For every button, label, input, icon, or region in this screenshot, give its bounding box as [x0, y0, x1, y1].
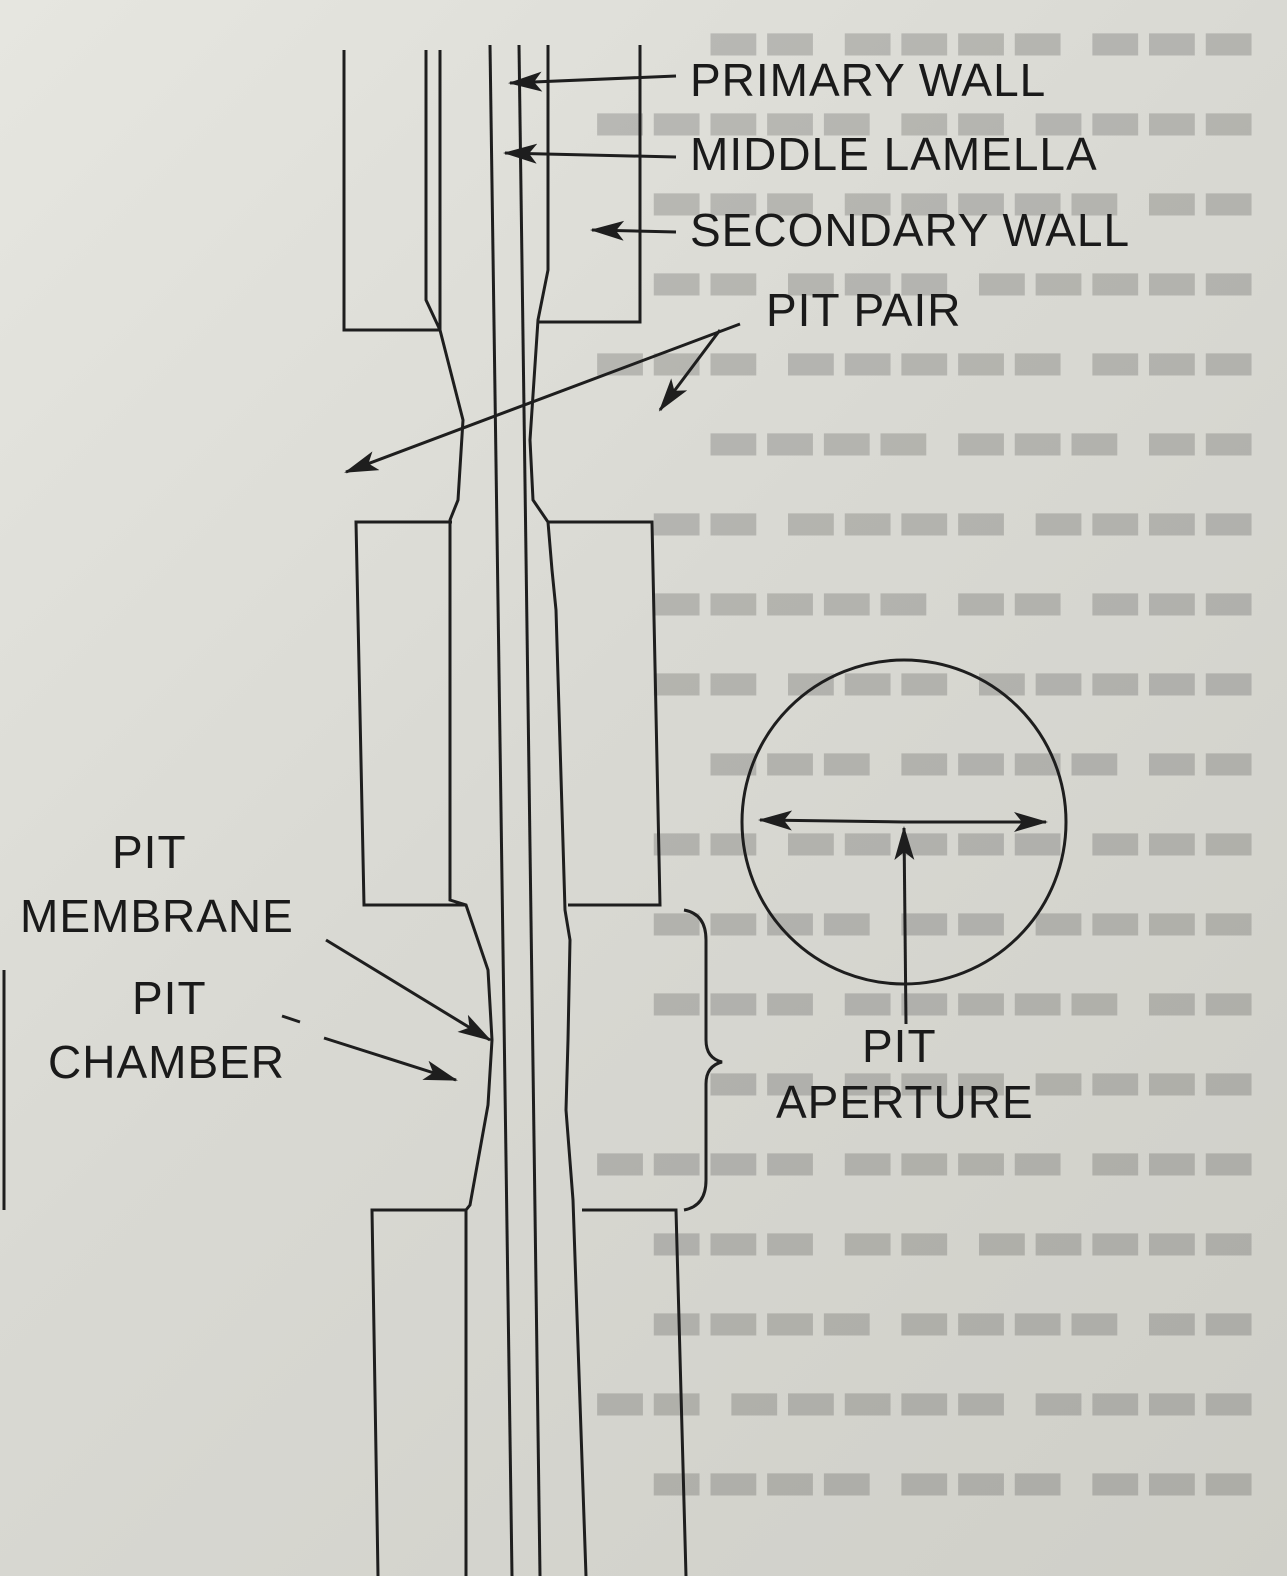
pit-aperture-circle [740, 658, 1068, 986]
label-middle-lamella: MIDDLE LAMELLA [690, 128, 1098, 180]
pit-chamber-leader [323, 1036, 458, 1082]
pit-chamber-tick [281, 1014, 301, 1024]
label-pit-pair: PIT PAIR [766, 284, 961, 336]
pit-aperture-brace [683, 908, 723, 1212]
label-pit-membrane-line1: PIT [112, 826, 187, 878]
label-pit-membrane-line2: MEMBRANE [20, 890, 294, 942]
secondary-wall-mid-left [354, 520, 466, 907]
pit-pair-leader-left [344, 322, 741, 474]
secondary-wall-bottom-left [370, 1208, 466, 1576]
label-pit-chamber-line1: PIT [132, 972, 207, 1024]
middle-lamella-leader [503, 143, 677, 164]
aperture-arrow-left [758, 810, 905, 831]
label-secondary-wall: SECONDARY WALL [690, 204, 1130, 256]
middle-lamella-left-line [488, 44, 514, 1576]
secondary-wall-leader [590, 220, 677, 241]
left-primary-wall [424, 50, 494, 1576]
pit-pair-leader-right [658, 329, 722, 412]
secondary-wall-top-right [538, 45, 642, 324]
labels: PRIMARY WALL MIDDLE LAMELLA SECONDARY WA… [20, 54, 1130, 1128]
leader-lines [281, 71, 741, 1082]
label-pit-aperture-line1: PIT [862, 1020, 937, 1072]
label-primary-wall: PRIMARY WALL [690, 54, 1046, 106]
aperture-arrow-up [894, 826, 915, 1025]
label-pit-aperture-line2: APERTURE [776, 1076, 1034, 1128]
secondary-wall-mid-right [548, 520, 662, 907]
pit-membrane-leader [325, 938, 492, 1042]
pit-aperture-face-view [740, 658, 1068, 1025]
primary-wall-leader [508, 71, 677, 92]
cell-wall-structure [342, 44, 688, 1576]
label-pit-chamber-line2: CHAMBER [48, 1036, 285, 1088]
secondary-wall-bottom-right [582, 1208, 688, 1576]
right-primary-wall [528, 45, 588, 1576]
middle-lamella-right-line [517, 44, 542, 1576]
secondary-wall-top-left [342, 50, 442, 332]
